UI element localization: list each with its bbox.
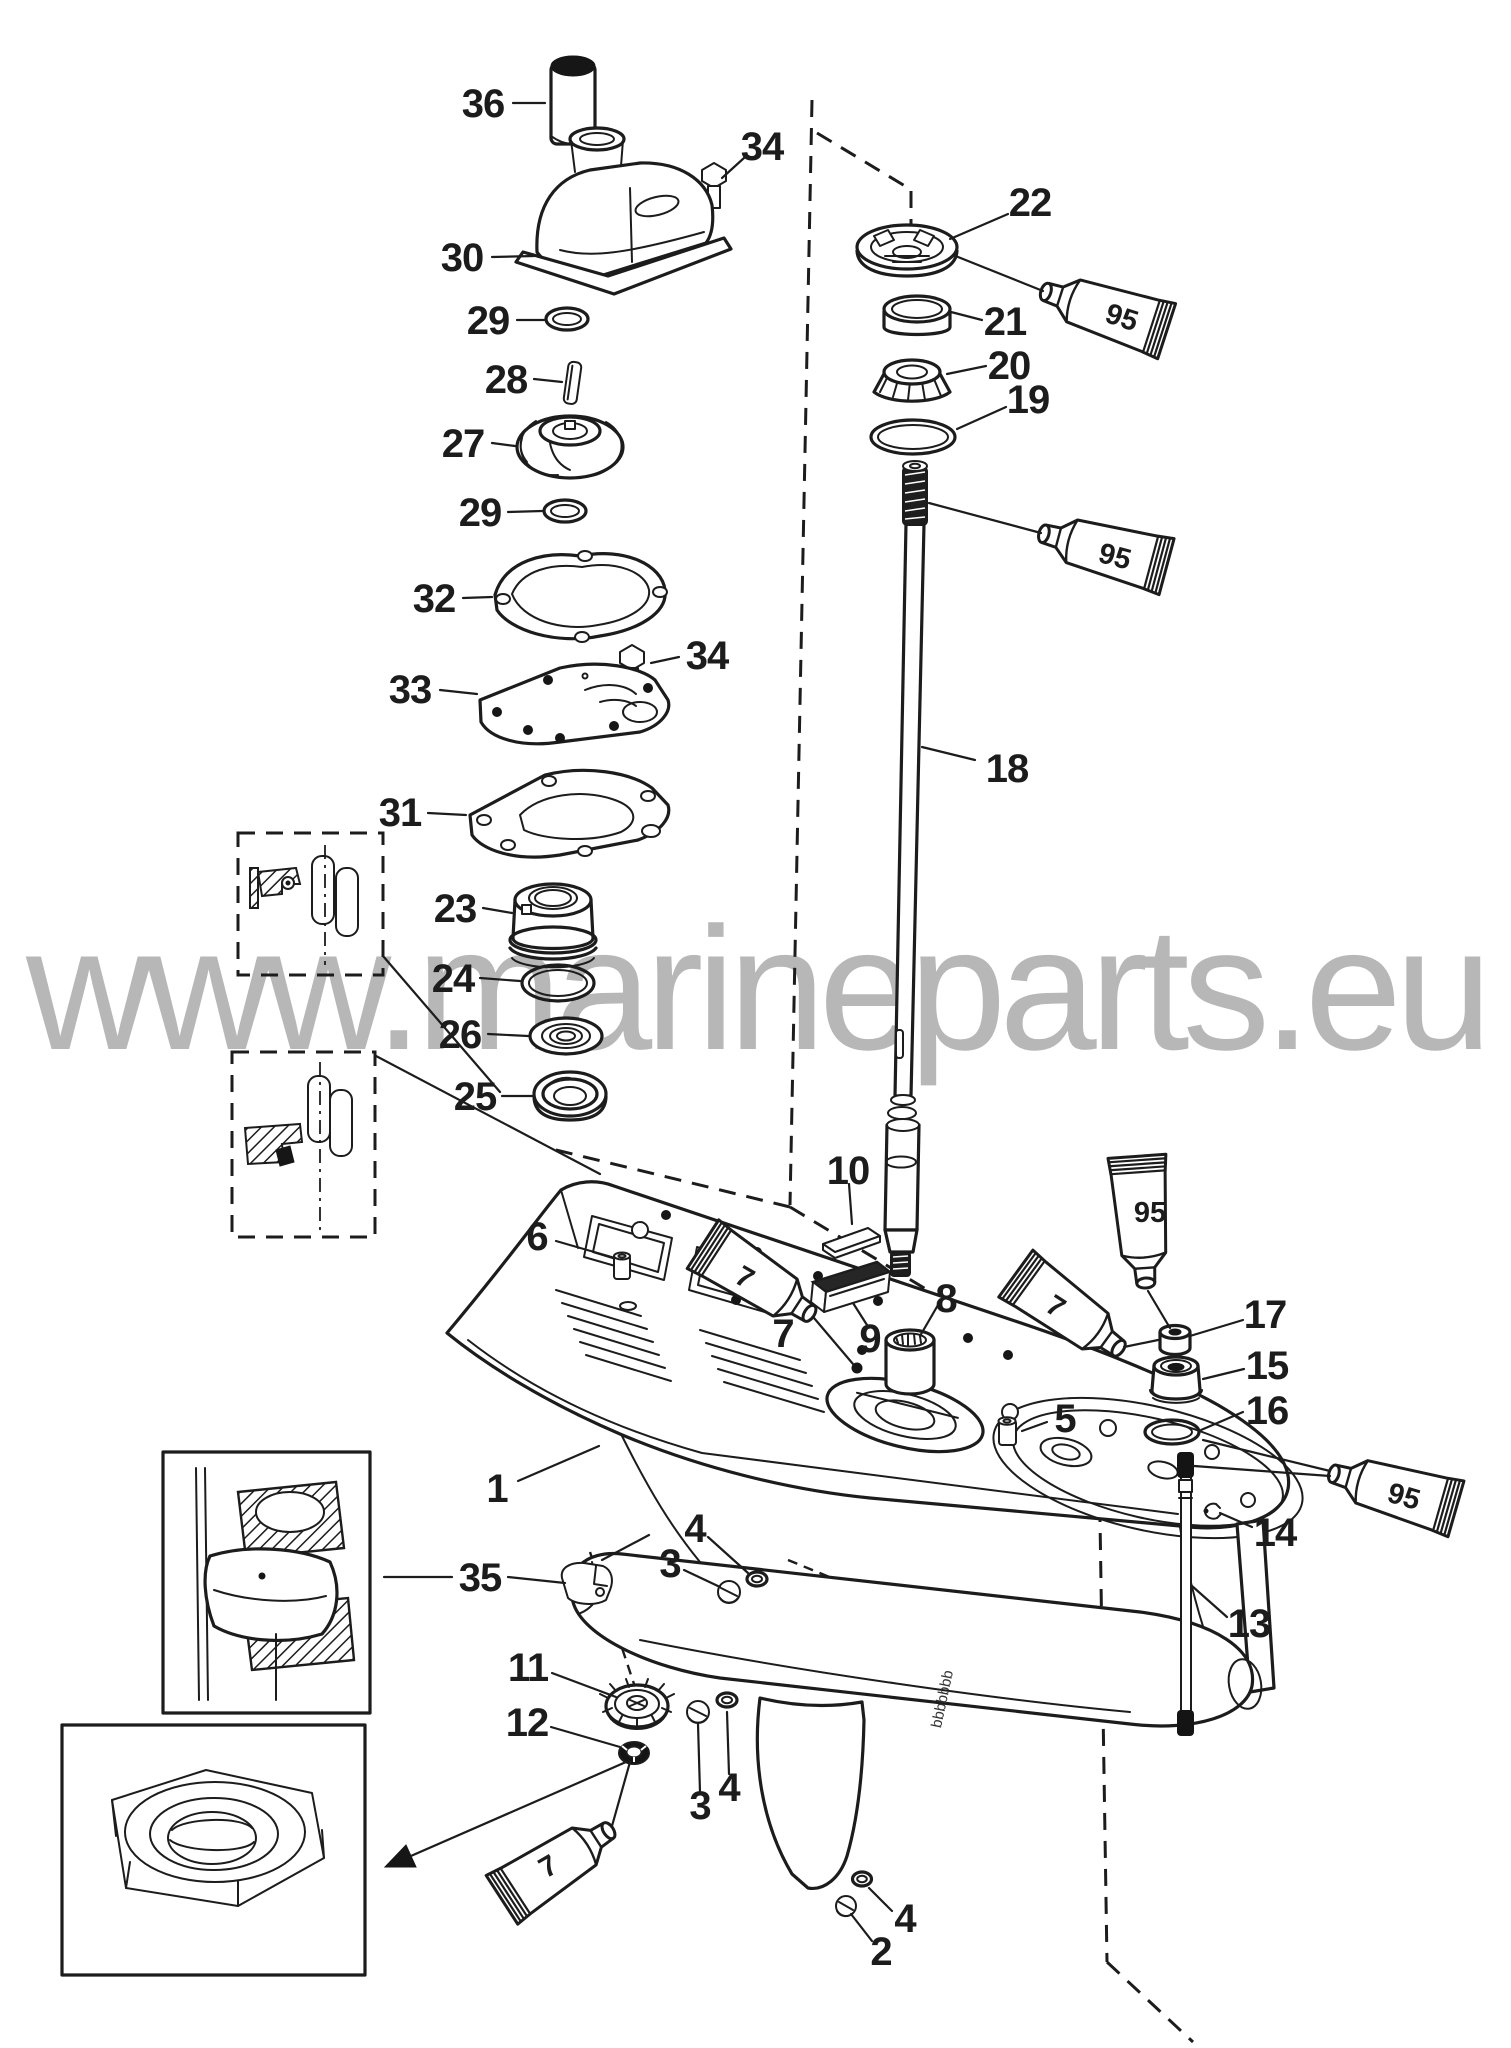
part-label-29a: 29 <box>467 299 510 343</box>
part-label-4b: 4 <box>718 1766 741 1810</box>
part-20-tapered-bearing <box>872 358 952 403</box>
detail-box-lower-seal <box>230 1050 377 1239</box>
part-label-19: 19 <box>1007 378 1050 422</box>
part-25-oil-seal <box>532 1070 608 1122</box>
part-label-1: 1 <box>486 1467 508 1511</box>
leader-lines <box>374 101 1332 1943</box>
part-label-22: 22 <box>1009 181 1052 225</box>
part-label-14: 14 <box>1254 1511 1298 1555</box>
part-13-shift-rod <box>1177 1452 1194 1736</box>
bearing-stack <box>855 223 959 456</box>
part-label-34b: 34 <box>686 634 730 678</box>
part-label-2: 2 <box>870 1930 891 1974</box>
part-label-4c: 4 <box>894 1897 917 1941</box>
part-3-screw-b <box>686 1700 710 1724</box>
part-29-oring-lower <box>542 498 588 524</box>
part-label-30: 30 <box>441 236 484 280</box>
part-19-oring <box>869 418 957 456</box>
seal-carrier-stack <box>230 831 608 1239</box>
part-2-drain-screw <box>835 1895 857 1918</box>
part-label-3a: 3 <box>659 1542 680 1586</box>
deck-louvers <box>555 1289 825 1413</box>
part-label-6: 6 <box>526 1215 547 1259</box>
part-label-11: 11 <box>508 1646 549 1690</box>
watermark: www.marineparts.eu <box>26 892 1492 1087</box>
part-label-23: 23 <box>434 887 477 931</box>
callout-labels: 36 34 30 29 28 27 29 32 34 33 31 23 24 2… <box>379 82 1424 1974</box>
part-label-33: 33 <box>389 668 432 712</box>
part-label-4a: 4 <box>684 1507 707 1551</box>
part-16-oring <box>1143 1418 1201 1446</box>
part-label-12: 12 <box>506 1701 549 1745</box>
part-label-7a: 7 <box>772 1312 793 1356</box>
part-29-oring-upper <box>544 306 590 332</box>
part-label-21: 21 <box>984 300 1027 344</box>
part-28-impeller-key <box>562 360 583 405</box>
part-33-face-plate <box>478 662 671 746</box>
part-11-gear <box>599 1678 675 1730</box>
part-label-27: 27 <box>442 422 485 466</box>
part-label-15: 15 <box>1246 1344 1289 1388</box>
trim-tab-detail-box <box>161 1450 372 1715</box>
part-label-10: 10 <box>827 1149 870 1193</box>
part-8-bearing-sleeve <box>884 1328 936 1396</box>
part-6-dowel-pin <box>613 1251 631 1280</box>
part-label-31: 31 <box>379 791 422 835</box>
part-22-bearing-retainer <box>855 223 959 278</box>
tube-label-95c: 95 <box>1134 1197 1166 1229</box>
part-5-dowel-pin <box>997 1416 1017 1446</box>
part-label-26: 26 <box>439 1013 482 1057</box>
part-4-washer-a <box>745 1570 769 1588</box>
part-label-13: 13 <box>1228 1602 1271 1646</box>
part-4-washer-b <box>715 1691 739 1709</box>
part-label-8: 8 <box>935 1277 957 1321</box>
detail-box-upper-seal <box>236 831 385 977</box>
part-label-25: 25 <box>454 1075 497 1119</box>
small-parts <box>560 1227 1222 1918</box>
part-15-seal-cup <box>1149 1355 1203 1404</box>
part-label-24: 24 <box>432 957 476 1001</box>
part-label-3b: 3 <box>689 1784 710 1828</box>
part-30-water-pump-cover <box>514 126 733 296</box>
part-23-seal-carrier <box>508 882 598 969</box>
part-24-oring <box>520 963 596 1003</box>
part-label-35: 35 <box>459 1556 502 1600</box>
part-label-18: 18 <box>986 747 1029 791</box>
part-label-5: 5 <box>1054 1397 1076 1441</box>
tube-7-c <box>484 1802 630 1926</box>
part-3-screw-a <box>717 1580 741 1604</box>
part-21-bearing-race <box>882 294 952 337</box>
driveshaft-bore <box>825 1376 985 1454</box>
part-18-driveshaft <box>883 460 928 1277</box>
part-label-34a: 34 <box>741 125 785 169</box>
part-label-36: 36 <box>462 82 505 126</box>
detent-ball <box>851 1362 863 1374</box>
part-9-wedge <box>810 1260 893 1313</box>
part-31-gasket-lower <box>468 768 671 859</box>
part-35-anode <box>560 1561 613 1605</box>
part-label-29b: 29 <box>459 491 502 535</box>
part-label-32: 32 <box>413 577 456 621</box>
water-pump-stack <box>468 55 733 859</box>
part-12-nut <box>618 1741 650 1765</box>
part-1-gear-housing: bbbbbbb <box>445 1180 1304 1890</box>
part-32-gasket-upper <box>493 550 668 643</box>
part-label-20: 20 <box>988 344 1031 388</box>
nut-detail-box <box>60 1723 367 1977</box>
part-26-seal-washer <box>528 1016 604 1056</box>
tube-95-a <box>1030 261 1178 361</box>
part-27-impeller <box>515 414 625 480</box>
pointer-arrow <box>383 1760 628 1868</box>
part-label-16: 16 <box>1246 1389 1289 1433</box>
part-label-9: 9 <box>859 1317 880 1361</box>
part-17-bushing <box>1158 1323 1192 1357</box>
part-label-17: 17 <box>1244 1293 1287 1337</box>
detail-boxes <box>60 1450 628 1977</box>
part-4-washer-c <box>850 1870 874 1888</box>
part-14-e-clip <box>1203 1502 1222 1520</box>
part-10-shim <box>822 1227 881 1259</box>
part-label-28: 28 <box>485 358 528 402</box>
